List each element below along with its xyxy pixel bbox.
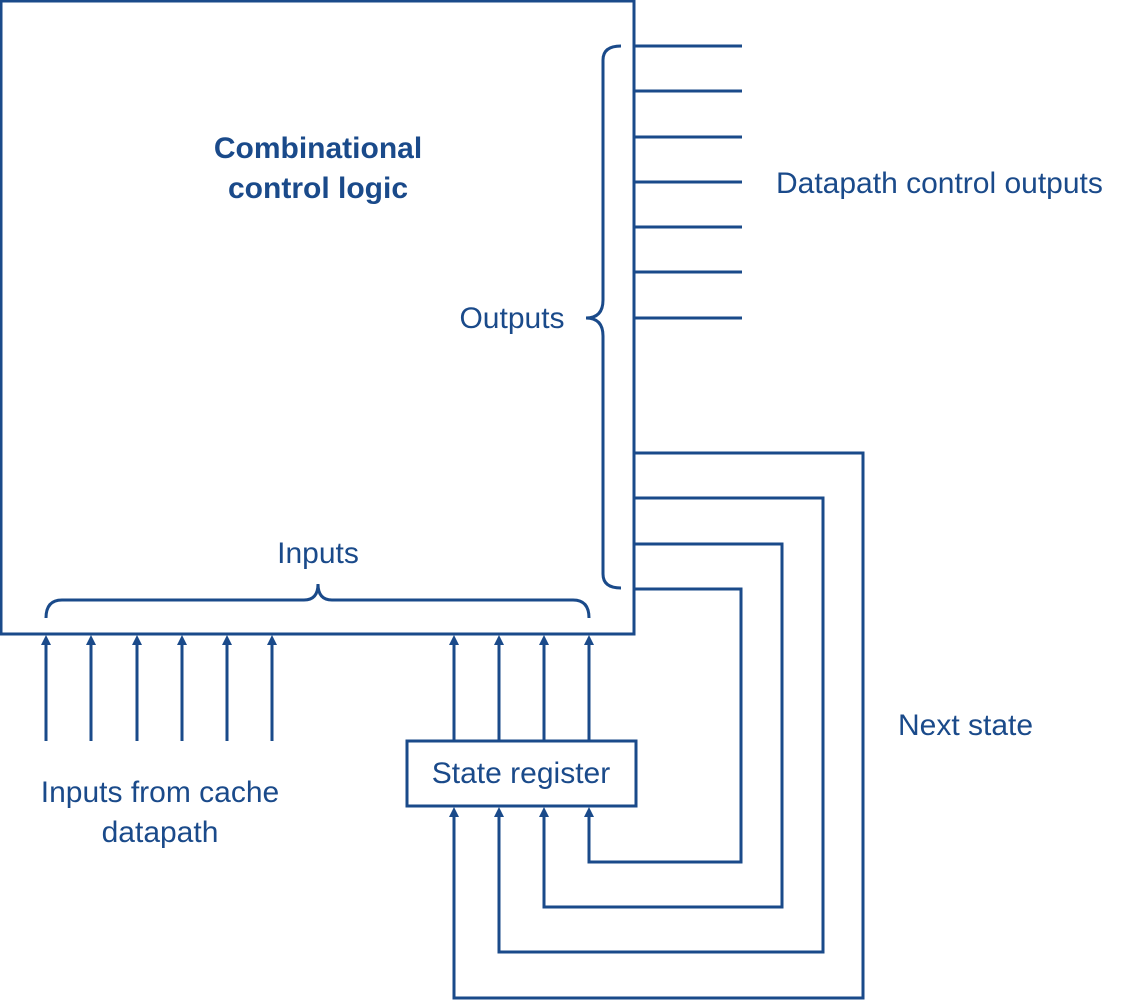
outputs-label: Outputs: [459, 302, 564, 335]
logic-title-line1: Combinational: [214, 132, 422, 165]
outputs-brace: [585, 44, 622, 590]
state-to-logic-arrows: [449, 635, 594, 741]
inputs-label: Inputs: [277, 537, 359, 570]
feedback-wire: [449, 451, 865, 1000]
next-state-label: Next state: [898, 709, 1033, 742]
cache-inputs-label-line2: datapath: [102, 816, 219, 849]
state-register-label: State register: [432, 757, 610, 790]
cache-inputs-label-line1: Inputs from cache: [41, 776, 279, 809]
datapath-output-lines: [634, 44, 742, 320]
datapath-outputs-label: Datapath control outputs: [776, 167, 1103, 200]
logic-title-line2: control logic: [228, 172, 408, 205]
next-state-feedback: [449, 451, 865, 1000]
feedback-wire: [494, 496, 825, 954]
feedback-wire: [584, 587, 743, 864]
cache-input-arrows: [41, 635, 277, 741]
state-register-box: [405, 739, 638, 808]
inputs-brace: [44, 583, 591, 619]
feedback-wire: [539, 542, 784, 909]
